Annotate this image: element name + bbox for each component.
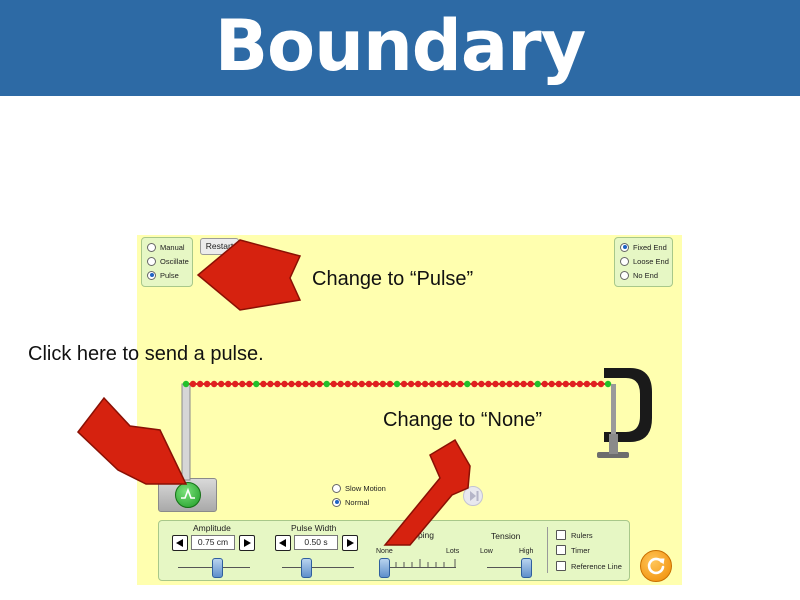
damping-slider-thumb[interactable] (379, 558, 390, 578)
pulse-width-field[interactable]: 0.50 s (294, 535, 338, 550)
end-option-none[interactable]: No End (620, 268, 658, 282)
reset-all-button[interactable] (640, 550, 672, 582)
tension-slider-track[interactable] (487, 567, 529, 568)
send-pulse-button[interactable] (175, 482, 201, 508)
timer-checkbox[interactable]: Timer (556, 543, 590, 557)
speed-option-normal[interactable]: Normal (332, 495, 369, 509)
radio-icon (620, 256, 629, 266)
pulse-width-decrease-button[interactable] (275, 535, 291, 551)
radio-icon (620, 270, 629, 280)
radio-icon (332, 483, 341, 493)
end-panel: Fixed End Loose End No End (614, 237, 673, 287)
pulse-width-label: Pulse Width (291, 523, 337, 533)
amplitude-increase-button[interactable] (239, 535, 255, 551)
reset-arrow-icon (647, 557, 665, 575)
tension-max-label: High (519, 548, 534, 555)
mode-option-manual[interactable]: Manual (147, 240, 185, 254)
radio-selected-icon (332, 497, 341, 507)
pulse-wave-icon (181, 487, 195, 499)
radio-icon (147, 242, 156, 252)
page-title: Boundary Conditions (194, 5, 606, 179)
step-icon (470, 491, 479, 501)
callout-damping-none: Change to “None” (383, 409, 542, 431)
amplitude-label: Amplitude (193, 523, 231, 533)
radio-selected-icon (147, 270, 156, 280)
control-divider (547, 527, 548, 573)
callout-pulse-mode: Change to “Pulse” (312, 268, 474, 290)
damping-ticks (395, 559, 456, 567)
checkbox-icon (556, 530, 566, 540)
speed-option-slow-motion[interactable]: Slow Motion (332, 481, 386, 495)
checkbox-icon (556, 561, 566, 571)
play-pause-button[interactable] (429, 484, 449, 504)
end-option-fixed[interactable]: Fixed End (620, 240, 667, 254)
amplitude-decrease-button[interactable] (172, 535, 188, 551)
rulers-checkbox[interactable]: Rulers (556, 528, 593, 542)
end-option-loose[interactable]: Loose End (620, 254, 669, 268)
mode-option-oscillate[interactable]: Oscillate (147, 254, 189, 268)
pulse-width-slider-thumb[interactable] (301, 558, 312, 578)
reference-line-checkbox[interactable]: Reference Line (556, 559, 622, 573)
mode-option-pulse[interactable]: Pulse (147, 268, 179, 282)
tension-label: Tension (491, 531, 521, 541)
pulse-width-increase-button[interactable] (342, 535, 358, 551)
damping-slider-track[interactable] (384, 567, 456, 568)
pulse-width-slider-track[interactable] (282, 567, 354, 568)
amplitude-slider-thumb[interactable] (212, 558, 223, 578)
step-button[interactable] (463, 486, 483, 506)
restart-button[interactable]: Restart (200, 238, 239, 255)
damping-min-label: None (376, 548, 393, 555)
tension-min-label: Low (480, 548, 493, 555)
damping-max-label: Lots (446, 548, 460, 555)
checkbox-icon (556, 545, 566, 555)
callout-send-pulse: Click here to send a pulse. (28, 343, 264, 365)
amplitude-field[interactable]: 0.75 cm (191, 535, 235, 550)
tension-slider-thumb[interactable] (521, 558, 532, 578)
damping-label: Damping (400, 530, 435, 540)
mode-panel: Manual Oscillate Pulse (141, 237, 193, 287)
radio-selected-icon (620, 242, 629, 252)
radio-icon (147, 256, 156, 266)
header-banner (0, 0, 800, 96)
